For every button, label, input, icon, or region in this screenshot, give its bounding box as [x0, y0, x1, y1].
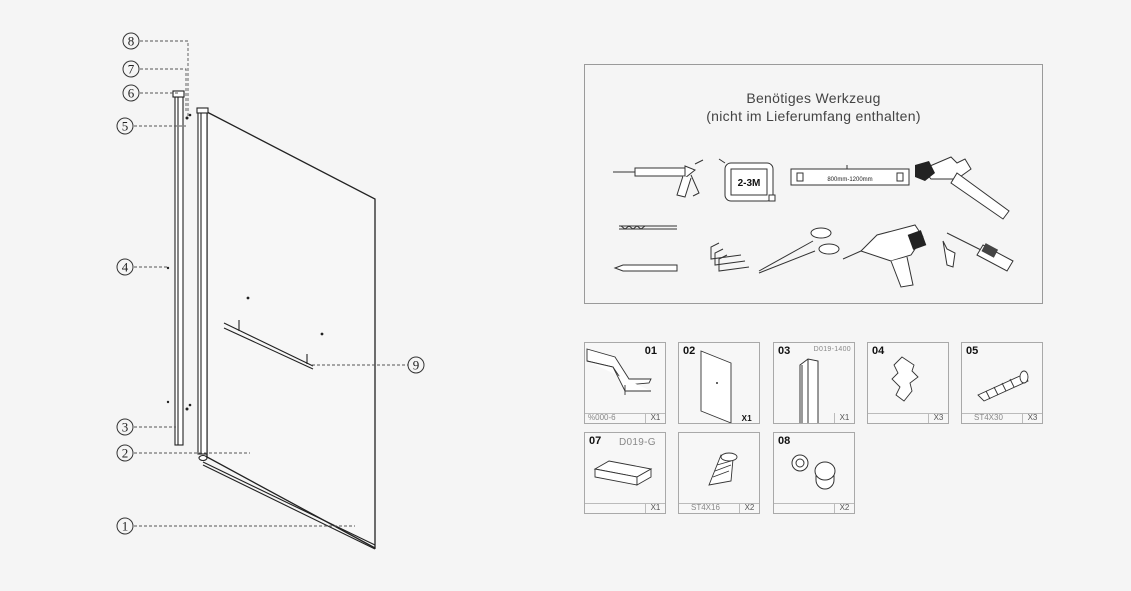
part-tile-07: 07 D019-G X1: [584, 432, 666, 514]
scissors-icon: [758, 227, 840, 274]
callout-7: 7: [122, 60, 140, 78]
svg-text:6: 6: [128, 86, 135, 101]
svg-text:7: 7: [128, 62, 135, 77]
svg-text:8: 8: [128, 34, 135, 49]
part-footer: X2: [774, 503, 854, 513]
part-tile-03: 03 D019-1400 X1: [773, 342, 855, 424]
drill-bit-icon: [619, 225, 677, 230]
tools-title-line2: (nicht im Lieferumfang enthalten): [706, 108, 921, 124]
part-foot-code: ST4X16: [691, 503, 720, 512]
part-quantity: X1: [645, 503, 665, 513]
part-foot-code: ST4X30: [974, 413, 1003, 422]
part-foot-code: %000-6: [588, 413, 616, 422]
part-tile-01: 01 %000-6 X1: [584, 342, 666, 424]
towel-bar: [223, 320, 314, 370]
spirit-level-icon: [790, 165, 910, 186]
glass-panel: [206, 110, 376, 550]
part-number: 02: [683, 345, 696, 357]
part-number: 05: [966, 345, 979, 357]
svg-text:9: 9: [413, 358, 420, 373]
callout-1: 1: [116, 517, 134, 535]
part-quantity: X3: [1022, 413, 1042, 423]
wall-profile: [172, 90, 185, 446]
svg-text:1: 1: [122, 519, 129, 534]
part-number: 07: [589, 435, 602, 447]
tools-illustrations: 2-3M 800mm-1200mm: [613, 156, 1014, 288]
part-quantity: X3: [928, 413, 948, 423]
part-tile-08: 08 X2: [773, 432, 855, 514]
part-quantity: X1: [645, 413, 665, 423]
hammer-icon: [922, 156, 1010, 220]
part-code: D019-G: [619, 437, 656, 448]
part-quantity: X1: [834, 413, 854, 423]
svg-text:5: 5: [122, 119, 129, 134]
pencil-icon: [613, 264, 678, 272]
tools-title: Benötiges Werkzeug (nicht im Lieferumfan…: [585, 89, 1042, 125]
screwdriver-icon: [942, 232, 1014, 272]
part-number: 04: [872, 345, 885, 357]
tape-measure-label: 2-3M: [738, 178, 761, 189]
part-footer: X1: [774, 413, 854, 423]
hinge-profile: [196, 107, 209, 462]
callout-6: 6: [122, 84, 140, 102]
part-footer: X1: [585, 503, 665, 513]
tools-title-line1: Benötiges Werkzeug: [746, 90, 881, 106]
caulking-gun-icon: [613, 159, 704, 198]
bottom-seal: [202, 461, 376, 550]
part-quantity: X2: [834, 503, 854, 513]
part-tile-02: 02 X1: [678, 342, 760, 424]
required-tools-panel: Benötiges Werkzeug (nicht im Lieferumfan…: [584, 64, 1043, 304]
leader-lines: [134, 40, 408, 527]
spirit-level-label: 800mm-1200mm: [827, 177, 872, 183]
part-tile-04: 04 X3: [867, 342, 949, 424]
part-code: D019-1400: [813, 346, 851, 353]
part-quantity: X1: [741, 414, 752, 423]
part-footer: ST4X16 X2: [679, 503, 759, 513]
part-number: 01: [644, 345, 657, 357]
svg-text:4: 4: [122, 260, 129, 275]
callout-9: 9: [407, 356, 425, 374]
part-number: 08: [778, 435, 791, 447]
tape-measure-icon: [718, 158, 776, 202]
part-quantity: X2: [739, 503, 759, 513]
part-tile-06: ST4X16 X2: [678, 432, 760, 514]
callout-3: 3: [116, 418, 134, 436]
callout-4: 4: [116, 258, 134, 276]
profile-screws: [166, 113, 324, 411]
callouts: 8 7 6 5 4 3 2 1 9: [116, 32, 425, 535]
part-footer: X3: [868, 413, 948, 423]
svg-text:2: 2: [122, 446, 129, 461]
callout-5: 5: [116, 117, 134, 135]
callout-8: 8: [122, 32, 140, 50]
part-tile-05: 05 ST4X30 X3: [961, 342, 1043, 424]
part-number: 03: [778, 345, 791, 357]
part-footer: ST4X30 X3: [962, 413, 1042, 423]
part-footer: %000-6 X1: [585, 413, 665, 423]
allen-keys-icon: [710, 242, 750, 272]
callout-2: 2: [116, 444, 134, 462]
svg-text:3: 3: [122, 420, 129, 435]
